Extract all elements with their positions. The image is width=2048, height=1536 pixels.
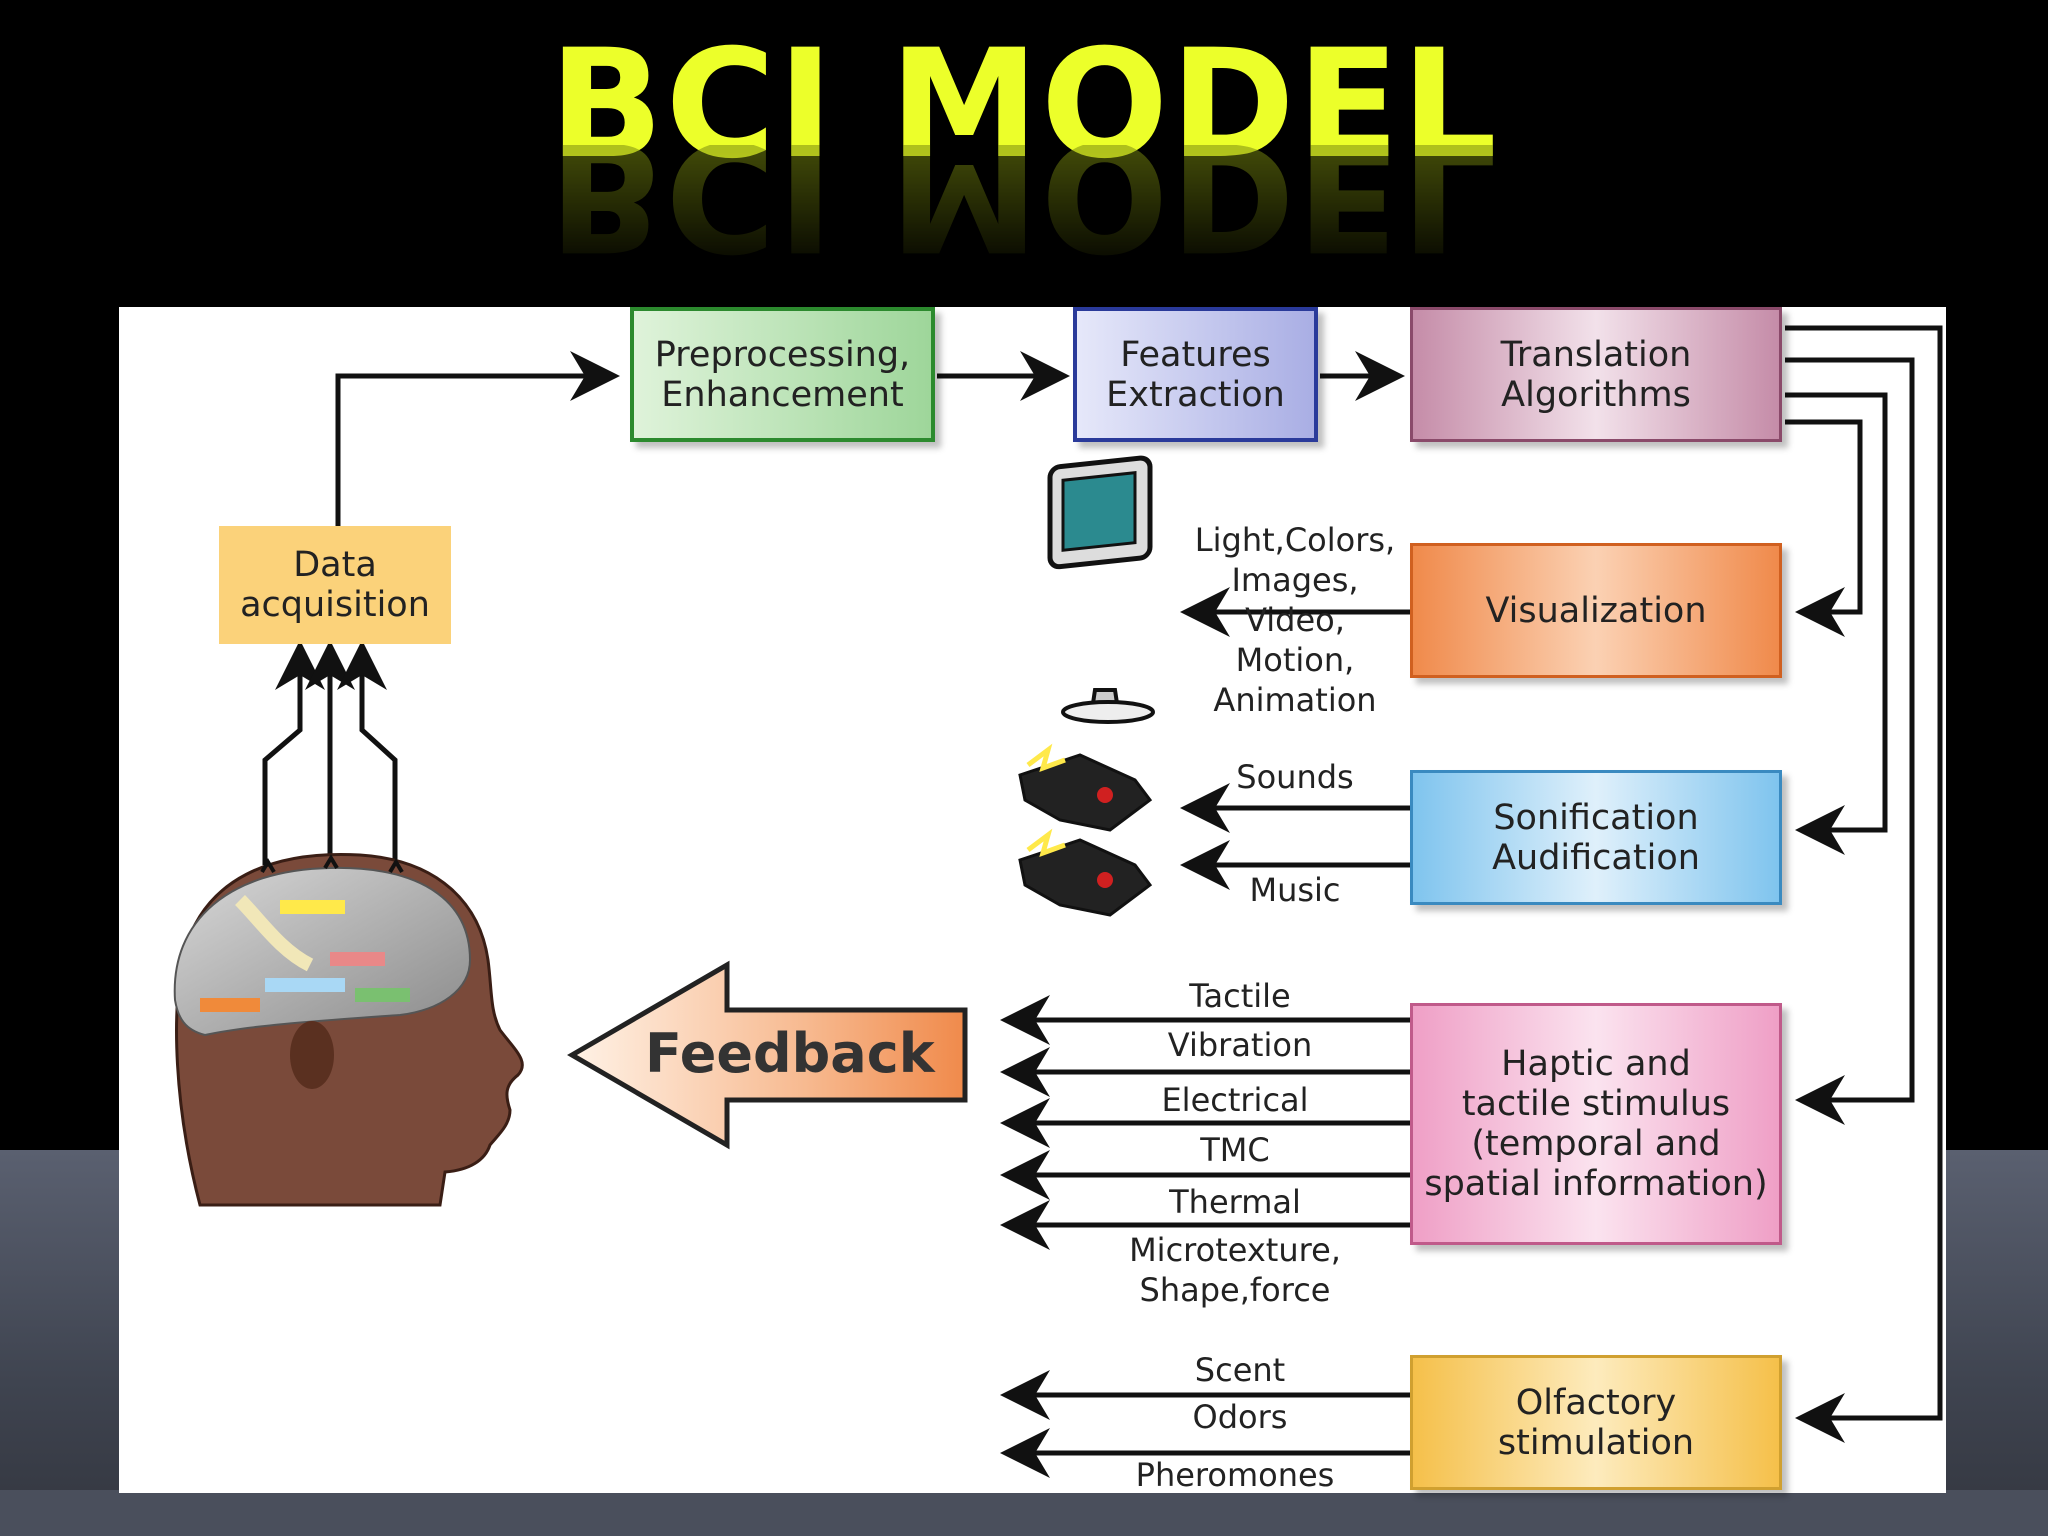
haptic-box: Haptic and tactile stimulus (temporal an… — [1410, 1003, 1782, 1245]
thermal-label: Thermal — [1169, 1183, 1301, 1221]
feedback-arrow-shape — [567, 960, 968, 1150]
music-label: Music — [1249, 871, 1341, 909]
arrow-translation-to-olfactory — [1785, 325, 1943, 1443]
data-acquisition-label: Data acquisition — [240, 545, 430, 625]
visual-outputs-label: Light,Colors, Images, Video, Motion, Ani… — [1194, 521, 1396, 719]
arrow-head-to-acq-1 — [262, 640, 325, 865]
arrow-translation-to-sonification — [1785, 392, 1888, 855]
features-extraction-box: Features Extraction — [1073, 307, 1318, 442]
sonification-label: Sonification Audification — [1492, 797, 1700, 878]
arrow-head-to-acq-3 — [337, 640, 398, 865]
speaker-icon-1 — [1018, 743, 1153, 832]
arrow-translation-to-haptic — [1785, 357, 1915, 1125]
preprocessing-label: Preprocessing, Enhancement — [654, 334, 911, 415]
translation-algorithms-label: Translation Algorithms — [1500, 334, 1692, 415]
visualization-label: Visualization — [1485, 590, 1707, 631]
arrow-translation-to-visualization — [1785, 419, 1863, 637]
scent-label: Scent — [1194, 1351, 1286, 1389]
slide-title: BCI MODEL — [549, 18, 1499, 192]
preprocessing-box: Preprocessing, Enhancement — [630, 307, 935, 442]
feedback-label: Feedback — [645, 1022, 935, 1085]
olfactory-label: Olfactory stimulation — [1497, 1382, 1695, 1463]
data-acquisition-box: Data acquisition — [219, 526, 451, 644]
visualization-box: Visualization — [1410, 543, 1782, 678]
microtexture-label: Microtexture, Shape,force — [1129, 1231, 1341, 1309]
tmc-label: TMC — [1200, 1131, 1270, 1169]
sounds-label: Sounds — [1236, 758, 1354, 796]
speaker-icon-2 — [1018, 828, 1153, 917]
odors-label: Odors — [1192, 1398, 1288, 1436]
vibration-label: Vibration — [1167, 1026, 1313, 1064]
pheromones-label: Pheromones — [1135, 1456, 1335, 1494]
tactile-label: Tactile — [1189, 977, 1291, 1015]
translation-algorithms-box: Translation Algorithms — [1410, 307, 1782, 442]
features-extraction-label: Features Extraction — [1106, 334, 1285, 415]
haptic-label: Haptic and tactile stimulus (temporal an… — [1424, 1044, 1768, 1204]
slide-footer-strip — [0, 1490, 2048, 1536]
sonification-box: Sonification Audification — [1410, 770, 1782, 905]
arrow-acq-to-preprocessing — [335, 351, 620, 526]
olfactory-box: Olfactory stimulation — [1410, 1355, 1782, 1490]
head-illustration — [173, 852, 524, 1207]
electrical-label: Electrical — [1161, 1081, 1309, 1119]
monitor-icon — [1047, 455, 1155, 724]
